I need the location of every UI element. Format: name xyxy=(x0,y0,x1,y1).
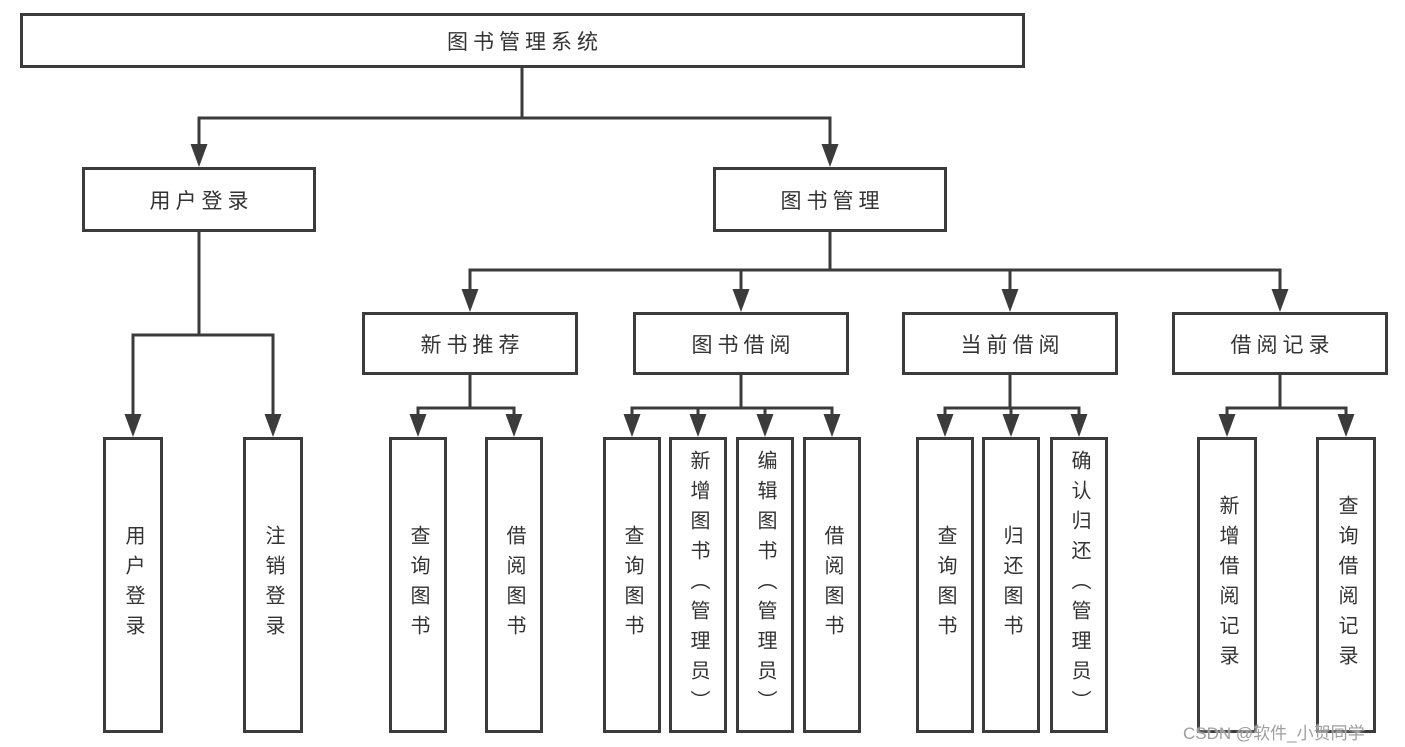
leaf-logout: 注销登录 xyxy=(243,437,303,733)
arrowhead-icon xyxy=(732,289,750,312)
leaf-nbr-query-books: 查询图书 xyxy=(389,437,447,733)
leaf-bb-add-books-admin: 新增图书（管理员） xyxy=(669,437,727,733)
leaf-cb-return-books-label: 归还图书 xyxy=(1000,525,1022,645)
arrowhead-icon xyxy=(409,414,427,437)
leaf-cb-query-books-label: 查询图书 xyxy=(934,525,956,645)
node-library-management-system-label: 图书管理系统 xyxy=(447,30,603,54)
node-borrowing-records: 借阅记录 xyxy=(1172,312,1388,375)
leaf-bb-query-books: 查询图书 xyxy=(603,437,661,733)
leaf-cb-return-books: 归还图书 xyxy=(982,437,1040,733)
arrowhead-icon xyxy=(756,414,774,437)
node-book-management: 图书管理 xyxy=(713,167,947,232)
arrowhead-icon xyxy=(823,414,841,437)
leaf-bb-query-books-label: 查询图书 xyxy=(621,525,643,645)
node-user-login-group: 用户登录 xyxy=(82,167,316,232)
leaf-cb-confirm-return-admin: 确认归还（管理员） xyxy=(1050,437,1108,733)
arrowhead-icon xyxy=(1002,414,1020,437)
arrowhead-icon xyxy=(1070,414,1088,437)
arrowhead-icon xyxy=(936,414,954,437)
arrowhead-icon xyxy=(264,414,282,437)
leaf-bb-borrow-books: 借阅图书 xyxy=(803,437,861,733)
leaf-cb-confirm-return-admin-label: 确认归还（管理员） xyxy=(1068,450,1090,720)
leaf-br-query-borrow-record: 查询借阅记录 xyxy=(1316,437,1376,733)
leaf-bb-borrow-books-label: 借阅图书 xyxy=(821,525,843,645)
leaf-br-add-borrow-record: 新增借阅记录 xyxy=(1197,437,1257,733)
node-current-borrowing: 当前借阅 xyxy=(902,312,1118,375)
csdn-watermark: CSDN @软件_小贺同学 xyxy=(1183,724,1365,743)
arrowhead-icon xyxy=(1001,289,1019,312)
leaf-bb-add-books-admin-label: 新增图书（管理员） xyxy=(687,450,709,720)
leaf-br-add-borrow-record-label: 新增借阅记录 xyxy=(1216,495,1238,675)
arrowhead-icon xyxy=(623,414,641,437)
arrowhead-icon xyxy=(190,144,208,167)
arrowhead-icon xyxy=(124,414,142,437)
arrowhead-icon xyxy=(1337,414,1355,437)
leaf-logout-label: 注销登录 xyxy=(262,525,284,645)
leaf-nbr-borrow-books-label: 借阅图书 xyxy=(503,525,525,645)
node-book-borrowing-label: 图书借阅 xyxy=(691,333,796,357)
arrowhead-icon xyxy=(1271,289,1289,312)
leaf-cb-query-books: 查询图书 xyxy=(916,437,974,733)
node-library-management-system: 图书管理系统 xyxy=(20,13,1025,68)
leaf-bb-edit-books-admin: 编辑图书（管理员） xyxy=(736,437,794,733)
arrowhead-icon xyxy=(505,414,523,437)
arrowhead-icon xyxy=(821,144,839,167)
leaf-user-login: 用户登录 xyxy=(103,437,163,733)
node-new-book-recommendation: 新书推荐 xyxy=(362,312,578,375)
leaf-nbr-query-books-label: 查询图书 xyxy=(407,525,429,645)
leaf-nbr-borrow-books: 借阅图书 xyxy=(485,437,543,733)
node-book-borrowing: 图书借阅 xyxy=(633,312,849,375)
arrowhead-icon xyxy=(1218,414,1236,437)
node-user-login-group-label: 用户登录 xyxy=(149,189,254,213)
arrowhead-icon xyxy=(689,414,707,437)
node-borrowing-records-label: 借阅记录 xyxy=(1230,333,1335,357)
node-new-book-recommendation-label: 新书推荐 xyxy=(420,333,525,357)
node-book-management-label: 图书管理 xyxy=(780,189,885,213)
node-current-borrowing-label: 当前借阅 xyxy=(960,333,1065,357)
leaf-br-query-borrow-record-label: 查询借阅记录 xyxy=(1335,495,1357,675)
leaf-bb-edit-books-admin-label: 编辑图书（管理员） xyxy=(754,450,776,720)
arrowhead-icon xyxy=(461,289,479,312)
leaf-user-login-label: 用户登录 xyxy=(122,525,144,645)
